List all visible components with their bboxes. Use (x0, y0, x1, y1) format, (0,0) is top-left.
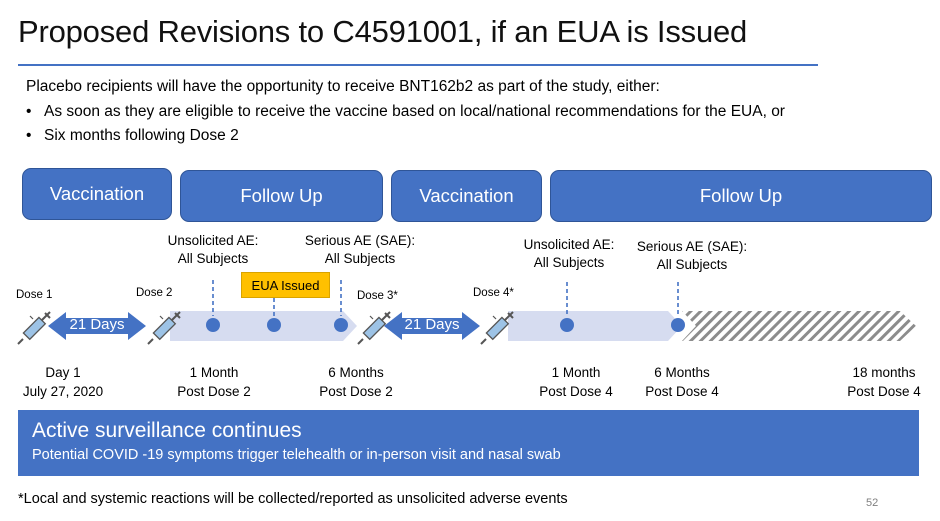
bullet-item-six-months: • Six months following Dose 2 (26, 127, 239, 145)
ae-label-unsolicited-1: Unsolicited AE:All Subjects (167, 233, 259, 266)
interval-arrow-2 (384, 312, 480, 340)
page-number: 52 (866, 497, 879, 509)
ae-label-unsolicited-2: Unsolicited AE:All Subjects (523, 237, 615, 270)
interval-arrow-1 (48, 312, 146, 340)
bullet-item-eua: • As soon as they are eligible to receive… (26, 103, 785, 121)
bullet-text: As soon as they are eligible to receive … (44, 103, 785, 120)
dose-label: Dose 1 (16, 289, 53, 301)
syringe-icon (17, 311, 51, 345)
syringe-icon (357, 311, 391, 345)
intro-text: Placebo recipients will have the opportu… (26, 78, 660, 95)
phase-follow-up-2: Follow Up (550, 170, 932, 222)
footnote: *Local and systemic reactions will be co… (18, 491, 568, 507)
milestone-dot (334, 318, 348, 332)
ae-label-serious-2: Serious AE (SAE):All Subjects (636, 239, 748, 272)
dose-label: Dose 4* (473, 287, 514, 299)
follow-up-band-1 (170, 311, 357, 341)
phase-vaccination-2: Vaccination (391, 170, 542, 222)
interval-label: 21 Days (404, 316, 460, 333)
ae-label-serious-1: Serious AE (SAE):All Subjects (304, 233, 416, 266)
milestone-dot (206, 318, 220, 332)
interval-label: 21 Days (69, 316, 125, 333)
bullet-text: Six months following Dose 2 (44, 127, 239, 144)
dose-label: Dose 2 (136, 287, 173, 299)
bullet-dot-icon: • (26, 103, 32, 120)
phase-vaccination-1: Vaccination (22, 168, 172, 220)
active-surveillance-banner: Active surveillance continues Potential … (18, 410, 919, 476)
dose-label: Dose 3* (357, 290, 398, 302)
phase-follow-up-1: Follow Up (180, 170, 383, 222)
eua-issued-badge: EUA Issued (241, 272, 330, 298)
surveillance-subtext: Potential COVID -19 symptoms trigger tel… (32, 447, 561, 463)
follow-up-band-2 (508, 311, 682, 341)
title-underline (18, 64, 818, 66)
milestone-dot (560, 318, 574, 332)
bullet-dot-icon: • (26, 127, 32, 144)
milestone-dot (267, 318, 281, 332)
slide-title: Proposed Revisions to C4591001, if an EU… (18, 14, 748, 49)
surveillance-heading: Active surveillance continues (32, 419, 302, 442)
milestone-dot (671, 318, 685, 332)
extended-follow-up-hatched-band (682, 311, 916, 341)
